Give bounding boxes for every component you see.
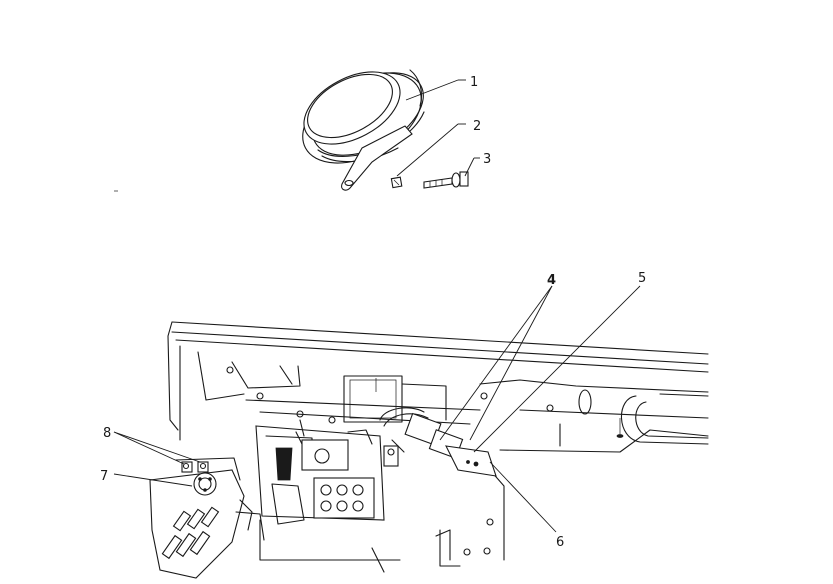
leader-8a (113, 431, 185, 465)
leader-2 (396, 123, 459, 177)
callout-4: 4 (547, 273, 556, 288)
leader-1 (405, 79, 459, 101)
leader-7 (113, 473, 193, 487)
leader-4b (469, 285, 553, 441)
lamp-bracket (149, 457, 265, 579)
leader-3 (464, 157, 475, 177)
callout-1: 1 (470, 75, 478, 90)
dashboard-panel (167, 321, 709, 573)
callout-5: 5 (638, 271, 646, 286)
callout-6: 6 (556, 535, 564, 550)
leader-8b (113, 431, 201, 463)
leader-4a (439, 285, 553, 441)
callout-7: 7 (100, 469, 108, 484)
relay-harness (379, 407, 497, 477)
callout-2: 2 (473, 119, 481, 134)
callout-3: 3 (483, 152, 491, 167)
horn-assembly (302, 69, 425, 191)
bolt-part (423, 171, 469, 189)
nut-part (390, 176, 403, 189)
switch-cluster (255, 419, 385, 525)
leader-6 (489, 461, 557, 533)
leader-5 (473, 285, 641, 453)
callout-8: 8 (103, 426, 111, 441)
